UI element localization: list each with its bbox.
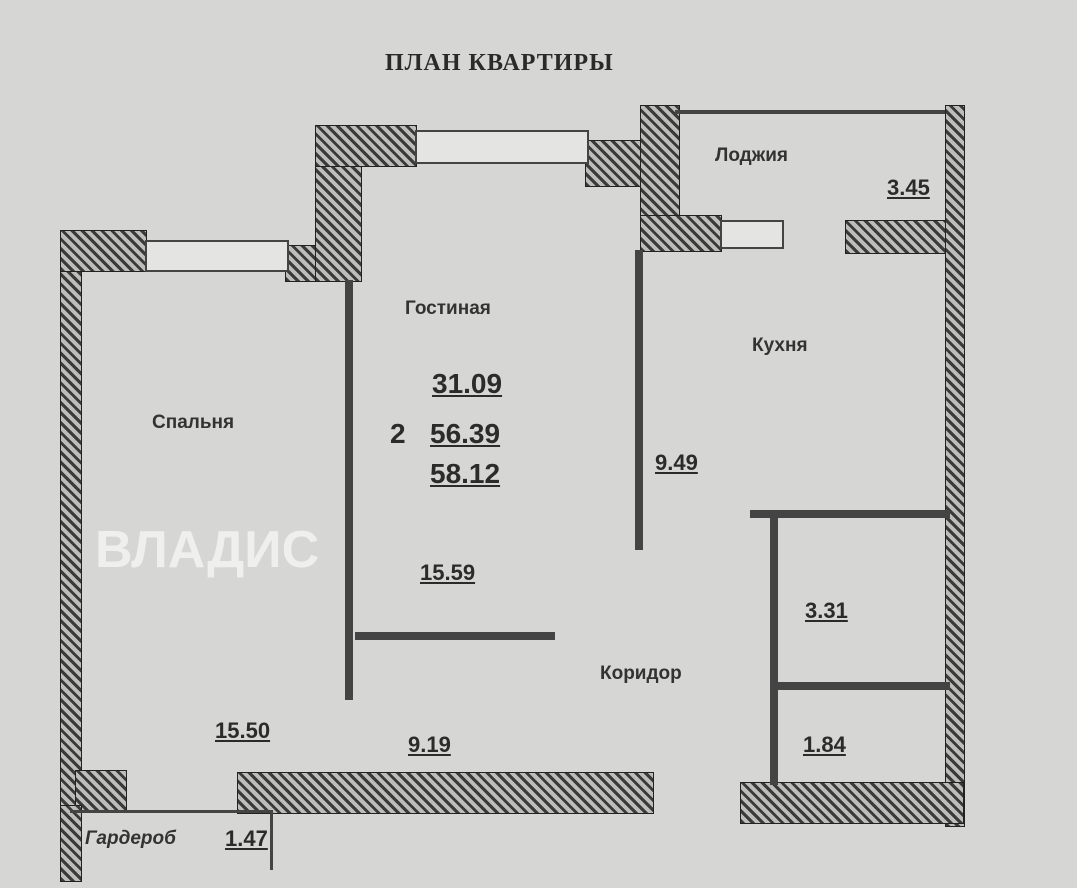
wall [640,215,722,252]
wall [60,805,82,882]
living-label: Гостиная [405,298,491,319]
watermark: ВЛАДИС [95,521,320,579]
corridor-label: Коридор [600,663,682,684]
window [145,240,289,272]
living-area: 15.59 [420,560,476,585]
rooms-count: 2 [390,418,406,449]
wall-partition [355,632,555,640]
wall-partition [675,110,945,114]
kitchen-label: Кухня [752,335,808,356]
wall-partition [770,515,778,785]
corridor-area: 9.19 [408,732,451,757]
bedroom-label: Спальня [152,412,235,433]
living-room-area: 31.09 [432,368,503,399]
bathroom-area: 3.31 [805,598,848,623]
wall-partition [70,810,270,813]
total-area-with-loggia: 58.12 [430,458,501,489]
loggia-label: Лоджия [715,145,788,166]
wall [60,230,82,822]
plan-title: ПЛАН КВАРТИРЫ [385,50,614,76]
wall [740,782,964,824]
wall [60,230,147,272]
wall [945,105,965,827]
wardrobe-area: 1.47 [225,826,268,851]
total-area: 56.39 [430,418,501,449]
wall [237,772,654,814]
loggia-area: 3.45 [887,175,930,200]
wardrobe-label: Гардероб [85,828,176,849]
wall-partition [345,280,353,700]
bedroom-area: 15.50 [215,718,271,743]
wall [75,770,127,812]
wall-partition [635,250,643,550]
wall-partition [750,510,950,518]
toilet-area: 1.84 [803,732,846,757]
wall-partition [270,810,273,870]
wall [845,220,962,254]
window [720,220,784,249]
wall-partition [775,682,950,690]
wall [315,125,417,167]
kitchen-area: 9.49 [655,450,698,475]
window [415,130,589,164]
